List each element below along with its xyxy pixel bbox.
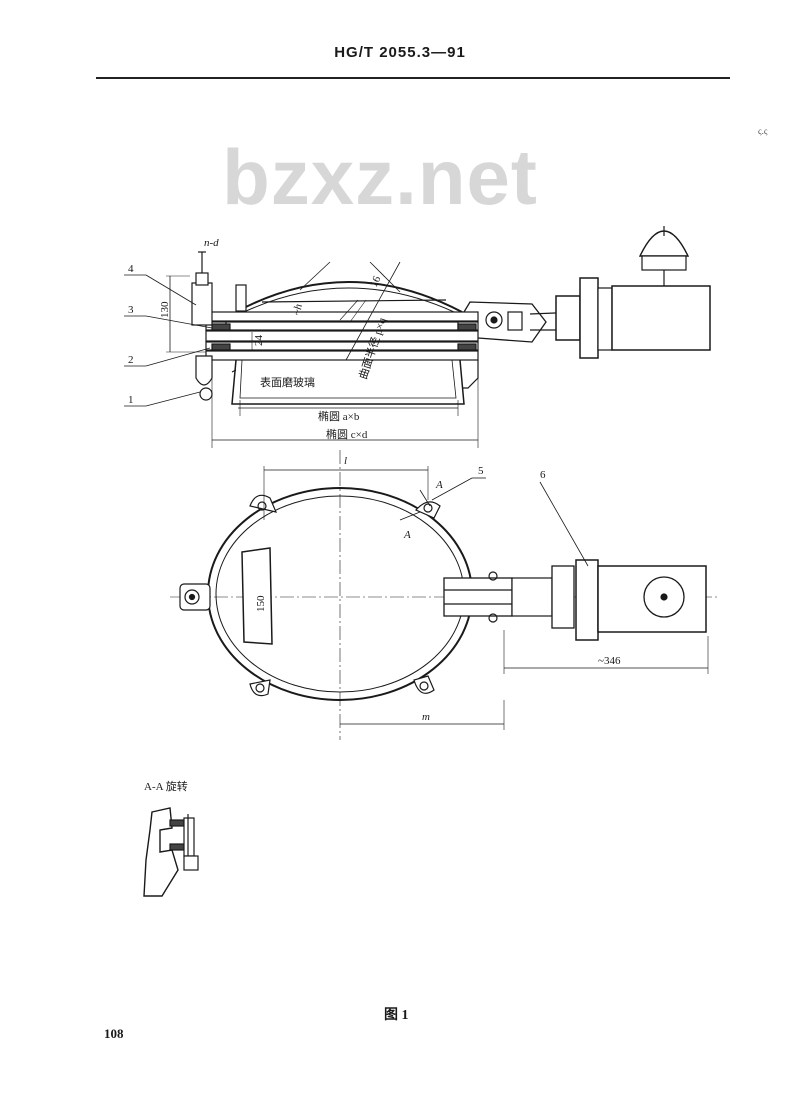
bolt-dim-label: n-d (204, 237, 219, 249)
dim-346: ~346 (598, 655, 621, 667)
dim-130: 130 (159, 301, 171, 318)
dim-24: 24 (253, 335, 265, 347)
page-number: 108 (104, 1026, 124, 1041)
part-label-3: 3 (128, 304, 134, 316)
ellipse-ab-label: 椭圆 a×b (318, 409, 360, 423)
dim-m: m (422, 711, 430, 723)
figure-caption: 图 1 (384, 1008, 409, 1023)
part-label-4: 4 (128, 263, 134, 275)
plan-view (170, 450, 720, 740)
part-label-6: 6 (540, 469, 546, 481)
margin-mark: ς.ς (758, 126, 768, 136)
dim-16: 16 (368, 274, 384, 289)
section-mark-a-bottom: A (403, 529, 411, 541)
section-mark-a-top: A (435, 479, 443, 491)
standard-code: HG/T 2055.3—91 (334, 44, 466, 61)
ellipse-cd-label: 椭圆 c×d (326, 427, 368, 441)
watermark: bzxz.net (222, 133, 538, 221)
part-label-1: 1 (128, 394, 134, 406)
header-rule (96, 77, 730, 79)
dim-l: l (344, 455, 347, 467)
surface-glass-label: 表面磨玻璃 (260, 375, 315, 389)
part-label-5: 5 (478, 465, 484, 477)
section-detail (143, 807, 199, 897)
dim-150: 150 (255, 595, 267, 612)
dim-h: ~h (291, 303, 305, 317)
section-view (124, 226, 711, 448)
section-detail-title: A-A 旋转 (144, 779, 188, 793)
part-label-2: 2 (128, 354, 134, 366)
